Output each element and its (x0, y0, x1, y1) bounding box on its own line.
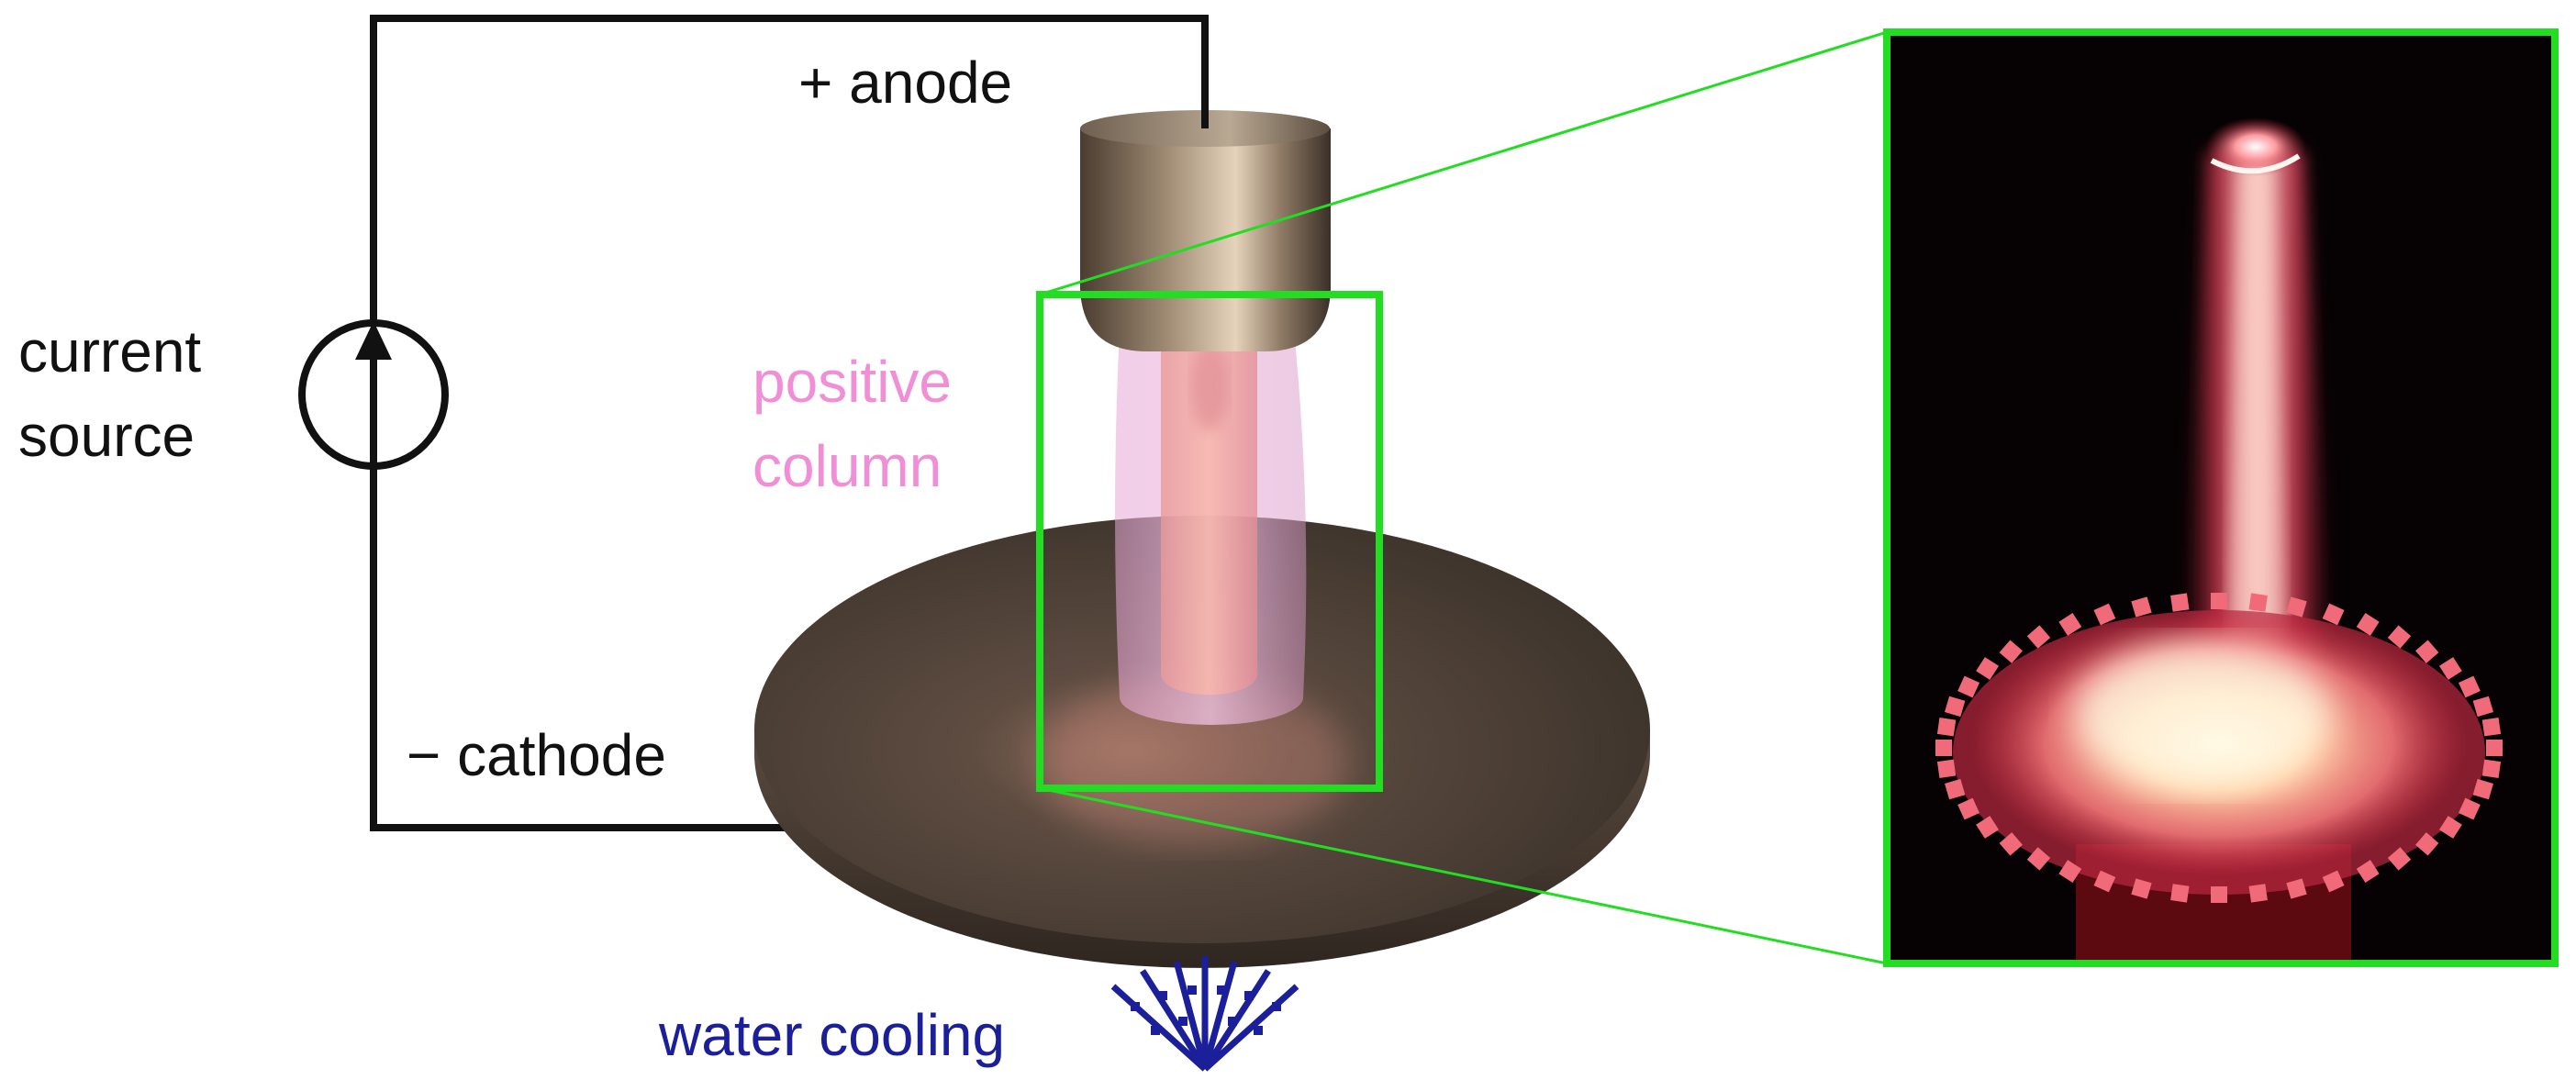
zoom-line-bottom (1039, 786, 1888, 965)
gear-tooth (1936, 718, 1957, 737)
gear-tooth (2458, 675, 2481, 698)
gear-tooth (2026, 625, 2051, 649)
gear-tooth (2438, 657, 2462, 680)
gear-tooth (2211, 593, 2227, 609)
cathode-label: − cathode (407, 722, 666, 788)
gear-tooth (2481, 759, 2502, 778)
gear-tooth (2387, 847, 2412, 871)
gear-tooth (2438, 816, 2462, 839)
gear-tooth (2322, 603, 2345, 626)
gear-tooth (2093, 870, 2116, 893)
anode-wire (370, 15, 1209, 831)
gear-tooth (2356, 612, 2380, 636)
discharge-photo (1883, 28, 2559, 967)
water-spray-icon (1110, 956, 1299, 1072)
gear-tooth (2472, 778, 2493, 800)
positive-column-label-line2: column (753, 433, 942, 499)
gear-tooth (1976, 816, 2000, 839)
gear-tooth (2486, 740, 2503, 756)
gear-tooth (2248, 884, 2268, 903)
cathode-disk (754, 516, 1650, 968)
gear-tooth (1945, 696, 1966, 718)
water-cooling-label: water cooling (658, 1002, 1005, 1068)
gear-tooth (2481, 718, 2502, 737)
gear-tooth (2131, 878, 2152, 899)
current-source-icon (298, 319, 449, 470)
circuit-wires (370, 15, 1209, 831)
photo-cathode-gear-teeth (1935, 593, 2503, 903)
gear-tooth (2248, 593, 2268, 612)
gear-tooth (2322, 870, 2345, 893)
gear-tooth (2026, 847, 2051, 871)
gear-tooth (2211, 886, 2227, 903)
zoom-region-frame (1036, 30, 1888, 965)
gear-tooth (1976, 657, 2000, 680)
gear-tooth (1999, 832, 2023, 856)
gear-tooth (2131, 596, 2152, 618)
gear-tooth (2058, 612, 2082, 636)
gear-tooth (2170, 884, 2190, 903)
current-source-label-line2: source (18, 403, 195, 469)
gear-tooth (1935, 740, 1952, 756)
gear-tooth (2472, 696, 2493, 718)
gear-tooth (1936, 759, 1957, 778)
gear-tooth (2415, 640, 2439, 663)
anode-label: + anode (798, 50, 1012, 116)
anode-electrode (1080, 87, 1331, 351)
gear-tooth (2093, 603, 2116, 626)
gear-tooth (2356, 860, 2380, 884)
gear-tooth (2415, 832, 2439, 856)
gear-tooth (2286, 878, 2307, 899)
gear-tooth (2170, 593, 2190, 612)
zoom-line-top (1039, 30, 1888, 296)
gear-tooth (2058, 860, 2082, 884)
gear-tooth (1957, 675, 1980, 698)
positive-column-label-line1: positive (753, 349, 952, 415)
gear-tooth (1957, 797, 1980, 820)
zoom-box (1036, 291, 1383, 792)
gear-tooth (2286, 596, 2307, 618)
current-source-label-line1: current (18, 318, 201, 384)
gear-tooth (1999, 640, 2023, 663)
positive-column-plasma (1115, 330, 1307, 725)
gear-tooth (2387, 625, 2412, 649)
gear-tooth (1945, 778, 1966, 800)
gear-tooth (2458, 797, 2481, 820)
